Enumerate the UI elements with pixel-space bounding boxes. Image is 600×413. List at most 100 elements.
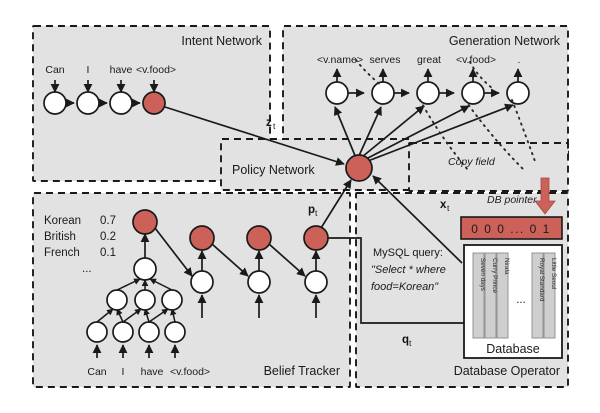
- generation-network-nodes: [325, 68, 530, 105]
- db-column-3: [496, 252, 509, 339]
- belief-mid-node-2: [134, 289, 156, 311]
- edge-query-route: q t: [328, 237, 473, 348]
- belief-hidden-node-1: [133, 257, 157, 281]
- label-policy-network: Policy Network: [232, 163, 315, 177]
- db-column-label-5: Little Seoul: [550, 258, 557, 289]
- generation-word-2: serves: [370, 54, 401, 66]
- generation-node-5: [506, 81, 530, 105]
- generation-output-word-labels: <v.name> serves great <v.food> .: [317, 54, 520, 66]
- panel-copy-field: [408, 142, 569, 192]
- database-columns-right: Royal Standard Little Seoul: [531, 252, 557, 339]
- label-qt: q: [402, 334, 409, 346]
- label-qt-sub: t: [409, 338, 412, 348]
- belief-output-node-2: [189, 225, 215, 251]
- db-column-label-2: Curry Prince: [491, 258, 498, 293]
- label-xt-sub: t: [447, 203, 450, 213]
- label-pt: p: [308, 204, 315, 216]
- intent-node-3: [109, 91, 133, 115]
- label-intent-network: Intent Network: [181, 34, 262, 48]
- label-pt-sub: t: [315, 208, 318, 218]
- belief-word-4: <v.food>: [170, 366, 210, 378]
- db-column-4: [531, 252, 544, 339]
- intent-node-2: [76, 91, 100, 115]
- db-column-2: [484, 252, 497, 339]
- query-heading: MySQL query:: [373, 247, 443, 259]
- belief-output-node-4: [303, 225, 329, 251]
- db-columns-ellipsis: ...: [516, 294, 526, 306]
- generation-word-5: .: [518, 54, 521, 66]
- belief-mid-node-3: [161, 289, 183, 311]
- db-column-label-1: Seven days: [479, 258, 486, 291]
- database-box: Seven days Curry Prince Nirala ... Royal…: [463, 244, 563, 359]
- database-columns-left: Seven days Curry Prince Nirala: [472, 252, 510, 339]
- belief-value-1: 0.7: [100, 215, 116, 227]
- db-pointer-arrow-icon: [534, 177, 556, 215]
- mysql-query-text: MySQL query: "Select * where food=Korean…: [371, 247, 446, 293]
- generation-node-1: [325, 81, 349, 105]
- belief-label-3: French: [44, 247, 80, 259]
- generation-word-3: great: [417, 54, 441, 66]
- belief-distribution: Korean 0.7 British 0.2 French 0.1 ...: [44, 215, 116, 275]
- belief-input-word-labels: Can I have <v.food>: [87, 366, 210, 378]
- edge-xt: x t: [372, 175, 463, 264]
- generation-node-4: [461, 81, 485, 105]
- db-column-1: [472, 252, 485, 339]
- intent-network-nodes: [43, 80, 166, 115]
- belief-mid-node-1: [106, 289, 128, 311]
- intent-word-1: Can: [45, 64, 64, 76]
- label-zt-sub: t: [273, 121, 276, 131]
- label-zt: z: [266, 117, 272, 129]
- intent-word-4: <v.food>: [136, 64, 176, 76]
- belief-slot-4: [303, 225, 329, 318]
- copy-field-dotted-links: [355, 59, 537, 171]
- edge-pt: p t: [308, 179, 352, 229]
- label-copy-field: Copy field: [448, 156, 496, 168]
- db-column-label-3: Nirala: [503, 258, 510, 275]
- belief-input-node-2: [112, 321, 134, 343]
- belief-input-node-4: [164, 321, 186, 343]
- belief-word-3: have: [141, 366, 164, 378]
- label-db-pointer: DB pointer: [487, 194, 537, 206]
- belief-hidden-node-2: [190, 270, 214, 294]
- belief-value-3: 0.1: [100, 247, 116, 259]
- generation-node-3: [416, 81, 440, 105]
- intent-node-4-output: [142, 91, 166, 115]
- belief-output-node-1: [132, 209, 158, 235]
- belief-label-1: Korean: [44, 215, 81, 227]
- policy-node: [345, 154, 373, 182]
- intent-input-word-labels: Can I have <v.food>: [45, 64, 176, 76]
- query-line-2: food=Korean": [371, 281, 439, 293]
- edge-zt: z t: [164, 106, 345, 166]
- generation-word-1: <v.name>: [317, 54, 363, 66]
- belief-word-2: I: [122, 366, 125, 378]
- intent-node-1: [43, 91, 67, 115]
- query-line-1: "Select * where: [371, 264, 446, 276]
- db-pointer-bits: 0 0 0 ... 0 1: [471, 222, 551, 236]
- belief-ellipsis: ...: [82, 263, 92, 275]
- generation-word-4: <v.food>: [456, 54, 496, 66]
- label-generation-network: Generation Network: [449, 34, 561, 48]
- label-xt: x: [440, 199, 447, 211]
- belief-input-node-1: [86, 321, 108, 343]
- intent-word-2: I: [87, 64, 90, 76]
- belief-skip-edges: [154, 227, 306, 277]
- belief-slot-2: [189, 225, 215, 318]
- label-database-operator: Database Operator: [454, 364, 560, 378]
- intent-word-3: have: [110, 64, 133, 76]
- belief-input-node-3: [138, 321, 160, 343]
- db-column-5: [543, 252, 556, 339]
- belief-value-2: 0.2: [100, 231, 116, 243]
- belief-slot-1: [86, 209, 186, 358]
- belief-slot-3: [246, 225, 272, 318]
- generation-node-2: [371, 81, 395, 105]
- belief-word-1: Can: [87, 366, 106, 378]
- label-belief-tracker: Belief Tracker: [264, 364, 340, 378]
- label-database: Database: [486, 342, 540, 356]
- db-pointer-vector: 0 0 0 ... 0 1: [460, 216, 563, 240]
- belief-label-2: British: [44, 231, 76, 243]
- db-column-label-4: Royal Standard: [538, 258, 545, 302]
- belief-hidden-node-4: [304, 270, 328, 294]
- belief-hidden-node-3: [247, 270, 271, 294]
